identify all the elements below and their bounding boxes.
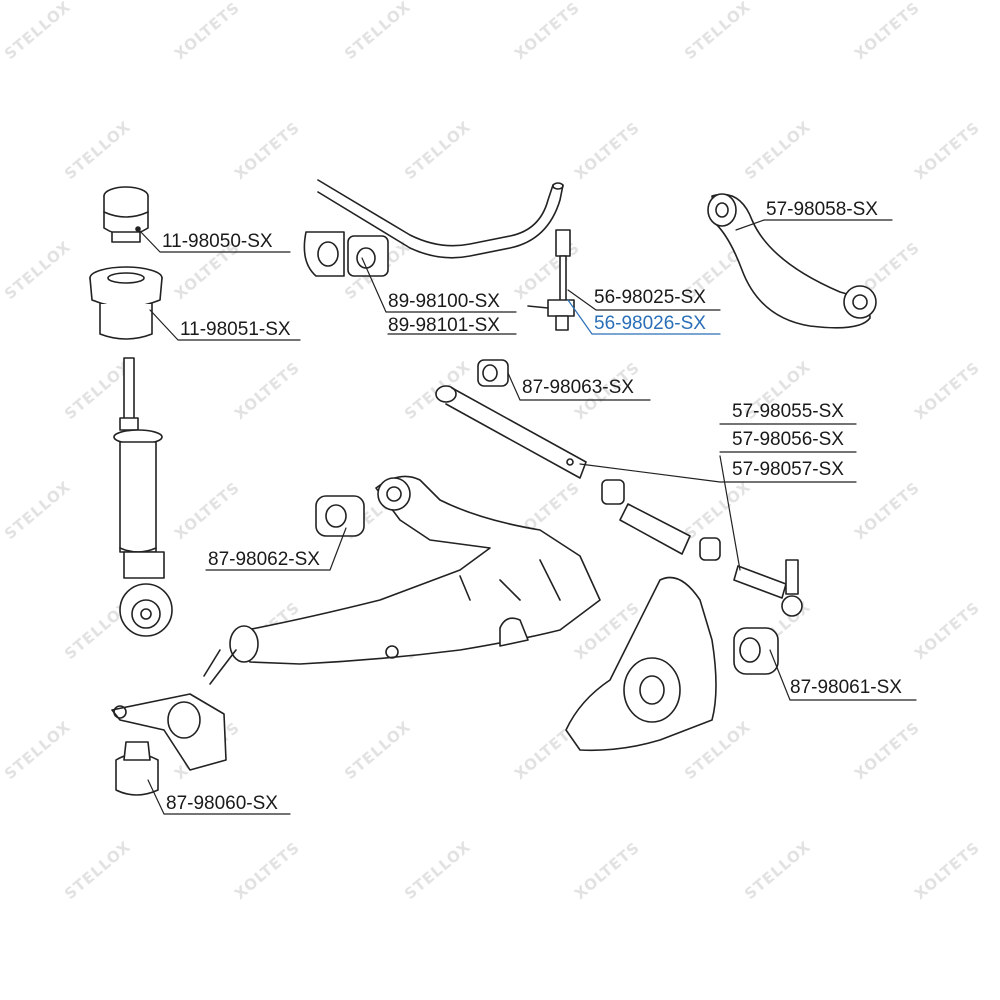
watermark-text: XOLTETS (171, 0, 243, 63)
watermark-text: STELLOX (1, 477, 74, 543)
watermark-text: XOLTETS (511, 0, 583, 63)
watermark-text: XOLTETS (851, 718, 923, 783)
lateral-link-bushing-part (477, 359, 509, 387)
watermark-text: XOLTETS (851, 478, 923, 543)
label-87-98062-sx: 87-98062-SX (208, 549, 320, 570)
knuckle-bushing-part (733, 627, 779, 675)
label-11-98050-sx: 11-98050-SX (162, 231, 273, 252)
label-89-98101-sx: 89-98101-SX (388, 315, 500, 336)
watermark-text: STELLOX (61, 837, 134, 903)
label-87-98060-sx: 87-98060-SX (166, 793, 278, 814)
watermark-text: STELLOX (1, 717, 74, 783)
leader-lines (137, 219, 917, 815)
watermark-text: STELLOX (681, 477, 754, 543)
watermark-text: XOLTETS (911, 358, 983, 423)
strut-mount-part (89, 266, 163, 340)
shock-absorber-part (113, 357, 173, 637)
lateral-rod-part (435, 385, 587, 479)
watermark-text: STELLOX (1, 0, 74, 63)
watermark-text: STELLOX (341, 0, 414, 63)
knuckle-part (565, 576, 717, 752)
label-56-98025-sx: 56-98025-SX (594, 287, 706, 308)
watermark-text: XOLTETS (851, 0, 923, 63)
watermark-text: XOLTETS (231, 118, 303, 183)
upper-mount-bushing-part (103, 186, 149, 243)
watermark-text: XOLTETS (571, 838, 643, 903)
label-11-98051-sx: 11-98051-SX (180, 319, 291, 340)
stabilizer-bar-part (317, 179, 564, 259)
watermark-text: STELLOX (741, 117, 814, 183)
label-87-98061-sx: 87-98061-SX (790, 677, 902, 698)
watermark-text: XOLTETS (231, 358, 303, 423)
watermark-text: STELLOX (401, 837, 474, 903)
lower-control-arm-part (203, 475, 601, 685)
label-57-98056-sx: 57-98056-SX (732, 429, 844, 450)
watermark-text: XOLTETS (911, 598, 983, 663)
label-57-98057-sx: 57-98057-SX (732, 459, 844, 480)
label-56-98026-sx: 56-98026-SX (594, 313, 706, 334)
watermark-text: XOLTETS (231, 838, 303, 903)
watermark-text: STELLOX (681, 0, 754, 63)
rear-mount-bushing-part (115, 741, 159, 796)
watermark-text: STELLOX (741, 837, 814, 903)
label-57-98058-sx: 57-98058-SX (766, 199, 878, 220)
upper-control-arm-part (707, 193, 877, 329)
watermark-text: XOLTETS (171, 478, 243, 543)
stabilizer-link-part (527, 229, 575, 331)
label-87-98063-sx: 87-98063-SX (522, 377, 634, 398)
toe-adjuster-part (601, 479, 803, 617)
label-57-98055-sx: 57-98055-SX (732, 401, 844, 422)
stabilizer-bushing-part (303, 231, 389, 277)
watermark-text: STELLOX (401, 117, 474, 183)
trailing-arm-bushing-part (315, 495, 365, 537)
watermark-text: STELLOX (341, 717, 414, 783)
watermark-text: XOLTETS (571, 118, 643, 183)
label-89-98100-sx: 89-98100-SX (388, 291, 500, 312)
watermark-text: STELLOX (1, 237, 74, 303)
watermark-text: STELLOX (61, 117, 134, 183)
rear-mount-bracket-part (111, 693, 227, 771)
watermark-text: XOLTETS (911, 838, 983, 903)
watermark-text: XOLTETS (911, 118, 983, 183)
